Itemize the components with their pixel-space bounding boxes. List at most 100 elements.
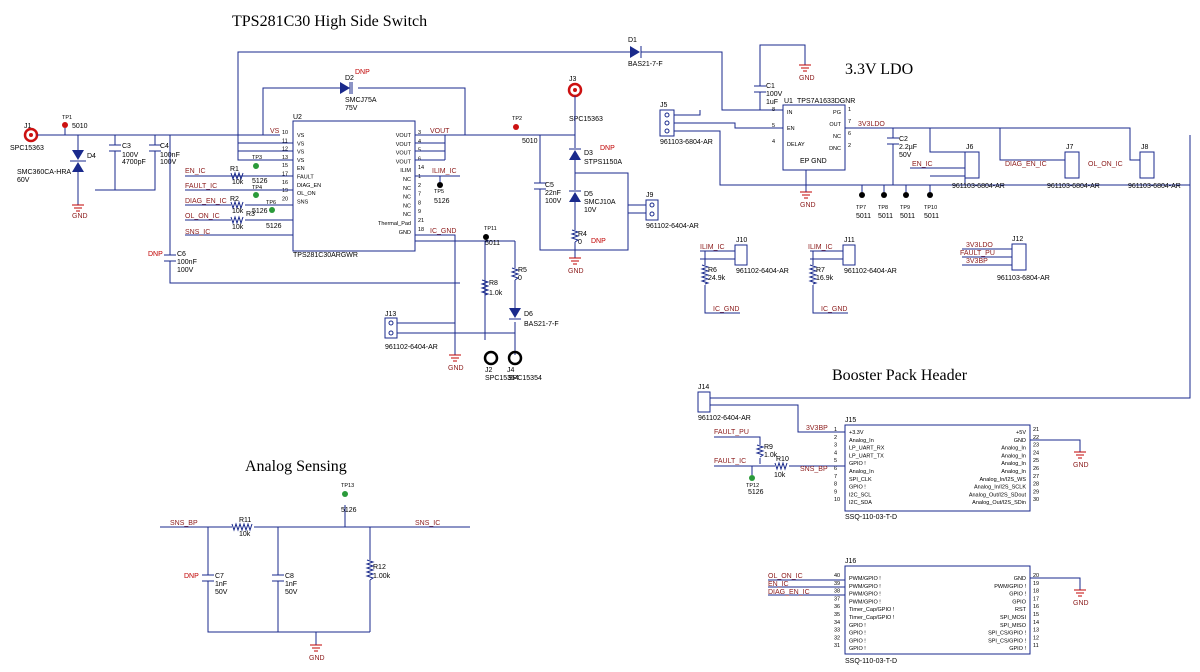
j15-ref: J15	[845, 417, 856, 424]
j15-left-pin-num: 8	[834, 482, 837, 488]
u2-left-pin-name: FAULT	[297, 175, 314, 181]
u2-left-pin-num: 19	[282, 188, 288, 194]
j12-net-0: 3V3LDO	[966, 242, 993, 249]
u2-part: TPS281C30ARGWR	[293, 252, 358, 259]
j6-header	[964, 151, 980, 179]
u2-ref: U2	[293, 114, 302, 121]
j16-left-pin-name: PWM/GPIO !	[849, 584, 881, 590]
d6-ref: D6	[524, 311, 533, 318]
tp4-part: 5126	[252, 208, 268, 215]
j16-ref: J16	[845, 558, 856, 565]
c5-value: 22nF	[545, 190, 561, 197]
control-wires	[185, 175, 293, 236]
title-booster-pack-header: Booster Pack Header	[832, 367, 968, 384]
j8-ref: J8	[1141, 144, 1149, 151]
tp4-ref: TP4	[252, 185, 262, 191]
d2-part: SMCJ75A	[345, 97, 377, 104]
r8-value: 1.0k	[489, 290, 503, 297]
j15-right-pin-name: +5V	[1016, 430, 1026, 436]
d5-part: SMCJ10A	[584, 199, 616, 206]
tp2-part: 5010	[522, 138, 538, 145]
r5-ref: R5	[518, 267, 527, 274]
c1-plates-icon	[754, 85, 766, 93]
d1-wire	[640, 46, 770, 111]
j1-ref: J1	[24, 123, 32, 130]
j5-wires	[674, 110, 1191, 186]
j6-ref: J6	[966, 144, 974, 151]
r10-ref: R10	[776, 456, 789, 463]
tp4-icon	[253, 192, 259, 198]
tp10-icon	[927, 192, 933, 198]
u1-right-pin-name: OUT	[829, 122, 841, 128]
j3-center-icon	[573, 88, 577, 92]
hss-section: J1 SPC15363 TP1 5010 D4 SMC360CA-HRA 60V…	[10, 37, 770, 382]
j16-part: SSQ-110-03-T-D	[845, 658, 897, 665]
j8-header	[1139, 151, 1155, 179]
d3-dnp: DNP	[600, 145, 615, 152]
u2-right-pin-name: NC	[403, 203, 411, 209]
u2-right-pin-num: 4	[418, 139, 421, 145]
c3-c4-wire	[95, 135, 156, 191]
tp13-ref: TP13	[341, 483, 354, 489]
j16-left-pin-num: 34	[834, 620, 840, 626]
j15-right-pin-name: Analog_In/I2S_SCLK	[974, 485, 1026, 491]
u2-right-pin-name: VOUT	[396, 151, 412, 157]
d2-wire	[262, 87, 466, 135]
u2-left-pin-num: 10	[282, 130, 288, 136]
u2-right-pin-num: 6	[418, 156, 421, 162]
tp6-icon	[269, 207, 275, 213]
gnd-j13-label: GND	[448, 365, 464, 372]
gnd-j15-label: GND	[1073, 462, 1089, 469]
j16-right-pin-name: GPIO !	[1009, 646, 1026, 652]
u1-left-pin-name: DELAY	[787, 142, 805, 148]
j3-part: SPC15363	[569, 116, 603, 123]
j15-left-pin-name: LP_UART_RX	[849, 446, 885, 452]
j16-left-pin-num: 35	[834, 612, 840, 618]
j16-right-pin-name: GPIO !	[1009, 592, 1026, 598]
d4-voltage: 60V	[17, 177, 30, 184]
gnd-analog-icon	[310, 644, 322, 652]
u2-right-pin-name: VOUT	[396, 159, 412, 165]
j15-left-pin-num: 6	[834, 466, 837, 472]
j15-part: SSQ-110-03-T-D	[845, 514, 897, 521]
tp10-ref: TP10	[924, 205, 937, 211]
en-ic-net: EN_IC	[185, 168, 206, 175]
tp7-icon	[859, 192, 865, 198]
j15-left-pin-name: +3.3V	[849, 430, 864, 436]
d3-diode-icon	[569, 150, 581, 160]
j16-net-1: EN_IC	[768, 581, 789, 588]
u2-left-pin-num: 15	[282, 163, 288, 169]
u2-right-pin-name: NC	[403, 195, 411, 201]
c5-voltage: 100V	[545, 198, 562, 205]
c5-plates-icon	[534, 182, 546, 190]
j15-left-pin-num: 9	[834, 489, 837, 495]
j15-right-pin-num: 30	[1033, 497, 1039, 503]
gnd-j16-icon	[1074, 589, 1086, 597]
tp11-icon	[483, 234, 489, 240]
u2-chip	[292, 120, 416, 252]
j6-net: EN_IC	[912, 161, 933, 168]
d1-ref: D1	[628, 37, 637, 44]
j6-part: 961103-6804-AR	[952, 183, 1005, 190]
gnd-c1-label: GND	[799, 75, 815, 82]
r7-value: 16.9k	[816, 275, 834, 282]
d5-ref: D5	[584, 191, 593, 198]
d2-ref: D2	[345, 75, 354, 82]
j16-left-pin-name: Timer_Cap/GPIO !	[849, 615, 895, 621]
u2-right-pin-num: 9	[418, 209, 421, 215]
j16-right-pin-num: 11	[1033, 643, 1039, 649]
ilim-ic-net: ILIM_IC	[432, 168, 457, 175]
sns-ic-net: SNS_IC	[185, 229, 210, 236]
j7-part: 961103-6804-AR	[1047, 183, 1100, 190]
j13-ref: J13	[385, 311, 396, 318]
u2-left-pin-name: VS	[297, 133, 305, 139]
c4-voltage: 100V	[160, 159, 177, 166]
j10-icgnd: IC_GND	[713, 306, 739, 313]
j3-ref: J3	[569, 76, 577, 83]
j15-right-pin-name: Analog_Out/I2S_SDin	[972, 500, 1026, 506]
u2-left-pin-num: 11	[282, 138, 288, 144]
r4-icon	[570, 229, 580, 243]
j16-right-pin-num: 19	[1033, 581, 1039, 587]
